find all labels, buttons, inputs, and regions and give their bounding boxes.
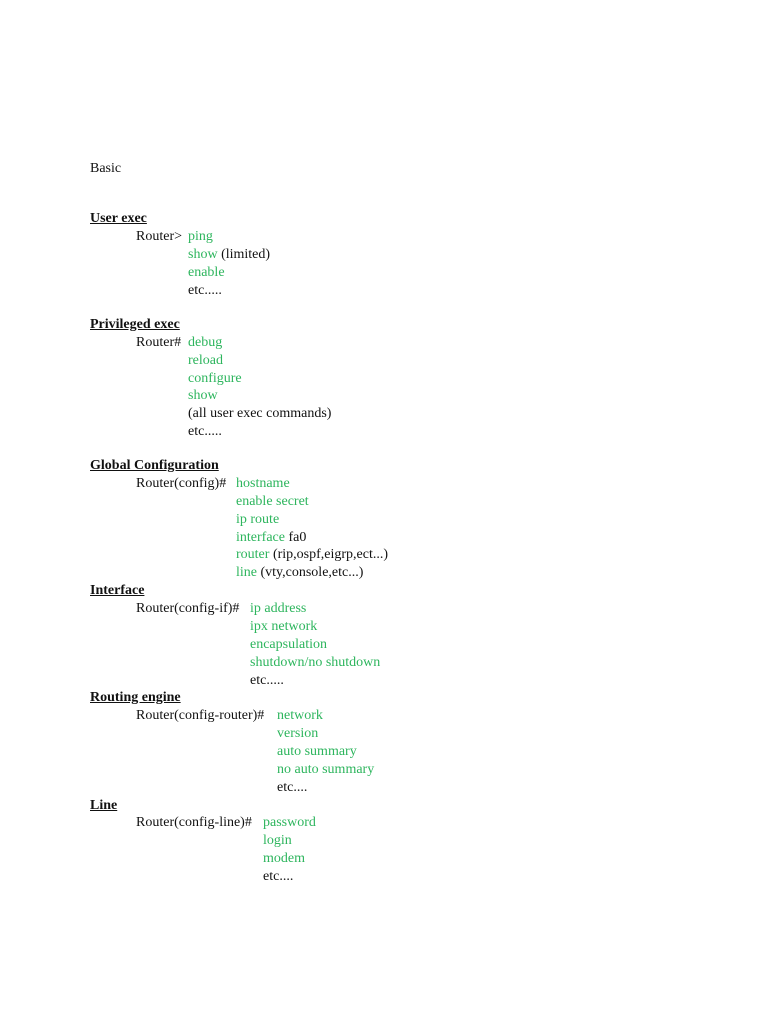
section-heading: Privileged exec	[90, 317, 180, 332]
command-note: etc.....	[250, 673, 284, 688]
command-line: ip route	[236, 511, 279, 529]
command-keyword: modem	[263, 851, 305, 866]
command-line: modem	[263, 850, 305, 868]
command-keyword: line	[236, 565, 257, 580]
command-prompt: Router(config-if)#	[136, 601, 240, 616]
command-line: (all user exec commands)	[188, 405, 331, 423]
section-heading: Interface	[90, 583, 145, 598]
command-line: debug	[188, 334, 222, 352]
command-line: reload	[188, 352, 223, 370]
command-keyword: enable	[188, 265, 225, 280]
command-line: no auto summary	[277, 761, 374, 779]
command-keyword: interface	[236, 530, 285, 545]
command-line: network	[277, 707, 323, 725]
command-note: etc....	[263, 869, 294, 884]
command-prompt: Router(config)#	[136, 476, 227, 491]
command-line: enable	[188, 264, 225, 282]
command-line: hostname	[236, 475, 290, 493]
command-keyword: show	[188, 388, 218, 403]
command-line: configure	[188, 370, 242, 388]
command-keyword: encapsulation	[250, 637, 327, 652]
command-line: etc.....	[188, 282, 222, 300]
command-line: etc.....	[188, 423, 222, 441]
command-prompt: Router#	[136, 335, 182, 350]
command-line: etc.....	[250, 672, 284, 690]
command-line: ping	[188, 228, 213, 246]
command-line: etc....	[277, 779, 307, 797]
command-keyword: ipx network	[250, 619, 318, 634]
command-note: (rip,ospf,eigrp,ect...)	[269, 547, 389, 562]
command-prompt: Router(config-line)#	[136, 815, 252, 830]
command-keyword: shutdown/no shutdown	[250, 655, 381, 670]
command-line: etc....	[263, 868, 293, 886]
command-keyword: debug	[188, 335, 223, 350]
command-note: etc.....	[188, 283, 222, 298]
command-line: ipx network	[250, 618, 317, 636]
section-heading: Line	[90, 798, 118, 813]
command-line: encapsulation	[250, 636, 327, 654]
command-note: (limited)	[217, 247, 271, 262]
command-note: etc.....	[188, 424, 222, 439]
command-note: fa0	[284, 530, 307, 545]
command-line: line (vty,console,etc...)	[236, 564, 363, 582]
command-line: router (rip,ospf,eigrp,ect...)	[236, 546, 388, 564]
document-title: Basic	[90, 161, 122, 176]
command-note: (vty,console,etc...)	[257, 565, 364, 580]
command-keyword: reload	[188, 353, 223, 368]
command-line: ip address	[250, 600, 306, 618]
command-line: auto summary	[277, 743, 357, 761]
command-keyword: ip route	[236, 512, 280, 527]
command-keyword: ping	[188, 229, 213, 244]
command-note: (all user exec commands)	[188, 406, 332, 421]
command-keyword: show	[188, 247, 218, 262]
command-line: show	[188, 387, 218, 405]
section-heading: Global Configuration	[90, 458, 219, 473]
command-keyword: router	[236, 547, 270, 562]
section-heading: Routing engine	[90, 690, 181, 705]
command-line: shutdown/no shutdown	[250, 654, 380, 672]
command-keyword: network	[277, 708, 323, 723]
command-line: version	[277, 725, 318, 743]
command-line: enable secret	[236, 493, 309, 511]
command-keyword: enable secret	[236, 494, 309, 509]
command-prompt: Router>	[136, 229, 182, 244]
command-keyword: login	[263, 833, 292, 848]
command-line: show (limited)	[188, 246, 270, 264]
command-keyword: no auto summary	[277, 762, 375, 777]
command-keyword: ip address	[250, 601, 307, 616]
command-line: interface fa0	[236, 529, 306, 547]
command-keyword: version	[277, 726, 319, 741]
command-keyword: password	[263, 815, 316, 830]
command-prompt: Router(config-router)#	[136, 708, 265, 723]
command-keyword: hostname	[236, 476, 290, 491]
command-line: password	[263, 814, 316, 832]
command-keyword: auto summary	[277, 744, 357, 759]
command-line: login	[263, 832, 292, 850]
command-note: etc....	[277, 780, 308, 795]
section-heading: User exec	[90, 211, 147, 226]
command-keyword: configure	[188, 371, 242, 386]
